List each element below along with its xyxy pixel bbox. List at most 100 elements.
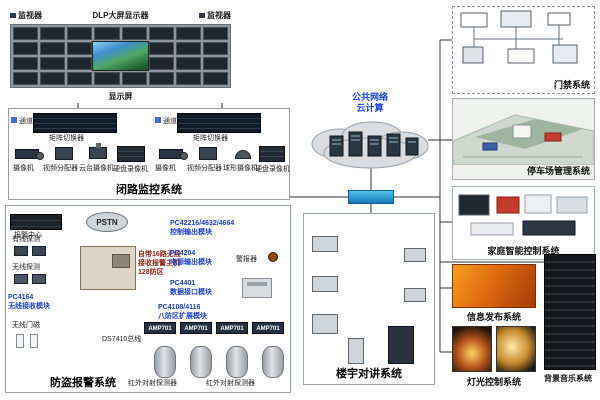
pstn-node: PSTN	[86, 212, 128, 232]
video-wall	[10, 24, 231, 88]
channel-label-left-text: 通道	[19, 118, 33, 125]
alarm-host-device	[80, 246, 136, 290]
dlp-title: DLP大屏显示器	[92, 11, 149, 20]
wall-cell	[202, 42, 228, 55]
host-keypad	[112, 254, 130, 268]
ir-detector-column	[154, 346, 176, 378]
intercom-device	[404, 288, 426, 302]
intercom-device	[312, 276, 338, 292]
ir-label-right: 红外对射探测器	[206, 380, 255, 387]
network-switch	[348, 190, 394, 204]
intercom-system-title: 楼宇对讲系统	[336, 368, 402, 380]
wall-cell	[13, 42, 39, 55]
ir-detector-column	[190, 346, 212, 378]
channel-label-right-text: 通道	[163, 118, 177, 125]
wireless-detector-icon	[32, 274, 46, 284]
monitor-label-right-text: 监视器	[207, 11, 231, 20]
intercom-device	[404, 248, 426, 262]
intercom-device	[312, 314, 338, 334]
access-schematic	[460, 10, 578, 64]
wall-cell	[67, 72, 93, 85]
channel-icon	[155, 117, 161, 123]
cloud-label-line2: 云计算	[356, 102, 384, 113]
dome-label: 球形摄像机	[223, 165, 258, 172]
dvr-icon-right	[259, 146, 285, 162]
dome-camera-icon	[235, 150, 251, 159]
home-devices	[458, 194, 588, 236]
data-module-label: PC4401 数据接口模块	[170, 280, 212, 296]
ptz-label: 云台摄像机	[79, 165, 114, 172]
distributor-label-right: 视频分配器	[187, 165, 222, 172]
wall-cell	[175, 42, 201, 55]
amp-module: AMP701	[252, 322, 284, 334]
access-system-title: 门禁系统	[553, 80, 590, 90]
video-distributor-icon	[55, 147, 73, 160]
matrix-label-left: 矩阵切换器	[49, 135, 84, 142]
ir-label-left: 红外对射探测器	[128, 380, 177, 387]
amp-module: AMP701	[216, 322, 248, 334]
video-wall-panel: 监视器 DLP大屏显示器 监视器 显示屏	[8, 8, 233, 105]
parking-panel: 停车场管理系统	[452, 98, 595, 180]
channel-label-left: 通道	[11, 117, 33, 126]
monitor-label-left-text: 监视器	[18, 11, 42, 20]
wall-picture	[92, 41, 149, 71]
wall-cell	[94, 72, 120, 85]
door-station-device	[388, 326, 414, 364]
wall-cell	[148, 72, 174, 85]
cloud-label-line1: 公共网络	[351, 92, 388, 102]
wall-cell	[40, 72, 66, 85]
wired-detector-icon	[32, 246, 46, 256]
cctv-equipment-panel: 通道 矩阵切换器 摄像机 视频分配器 云台摄像机 硬盘录像机 通道 矩阵切换器 …	[8, 108, 290, 200]
matrix-label-right: 矩阵切换器	[193, 135, 228, 142]
bus-label: DS7410总线	[102, 336, 142, 343]
ir-detector-column	[262, 346, 284, 378]
monitor-icon	[10, 13, 16, 18]
amp-module: AMP701	[180, 322, 212, 334]
wall-cell	[40, 57, 66, 70]
wall-cell	[67, 57, 93, 70]
alarm-center-label: 报警中心	[14, 232, 42, 239]
wired-detector-icon	[14, 246, 28, 256]
home-system-title: 家庭智能控制系统	[487, 246, 560, 256]
wireless-label: 无线探测	[12, 264, 40, 271]
wall-cell	[94, 27, 120, 40]
alarm-system-title: 防盗报警系统	[50, 377, 116, 389]
door-magnet-label: 无线门磁	[12, 322, 40, 329]
lighting-image	[452, 326, 492, 372]
video-distributor-icon	[199, 147, 217, 160]
info-display-image	[452, 264, 536, 308]
wall-cell	[148, 57, 174, 70]
intercom-panel: 楼宇对讲系统	[303, 213, 435, 385]
camera-label-right: 摄像机	[155, 165, 176, 172]
host-label: 自带16路无线 接收报警主机 128防区	[138, 251, 181, 277]
channel-label-right: 通道	[155, 117, 177, 126]
wall-cell	[13, 27, 39, 40]
dvr-label-right: 硬盘录像机	[255, 166, 290, 173]
camera-label-left: 摄像机	[13, 165, 34, 172]
wireless-detector-icon	[14, 274, 28, 284]
alarm-system-panel: 报警中心 PSTN 自带16路无线 接收报警主机 128防区 有线探测 无线探测…	[5, 205, 291, 393]
cloud-icon	[311, 121, 429, 169]
matrix-switcher-left	[33, 113, 117, 133]
power-module-label: PC4204 电源输出模块	[170, 250, 212, 266]
distributor-label-left: 视频分配器	[43, 165, 78, 172]
door-magnet-icon	[16, 334, 24, 348]
ptz-camera-icon	[89, 143, 107, 159]
lighting-image	[496, 326, 536, 372]
indoor-handset-device	[348, 338, 364, 364]
home-control-panel: 家庭智能控制系统	[452, 186, 595, 260]
channel-icon	[11, 117, 17, 123]
ir-detector-column	[226, 346, 248, 378]
public-network-cloud: 公共网络 云计算	[300, 92, 440, 172]
cctv-system-title: 闭路监控系统	[116, 184, 182, 196]
wired-label: 有线探测	[12, 236, 40, 243]
lighting-system-title: 灯光控制系统	[466, 377, 521, 387]
output-module-label: PC42216/4632/4664 控制输出模块	[170, 220, 235, 236]
siren-icon	[268, 252, 278, 262]
wall-cell	[40, 27, 66, 40]
wall-cell	[40, 42, 66, 55]
dvr-icon-left	[117, 146, 145, 162]
music-system-title: 背景音乐系统	[544, 374, 592, 383]
wall-cell	[175, 72, 201, 85]
